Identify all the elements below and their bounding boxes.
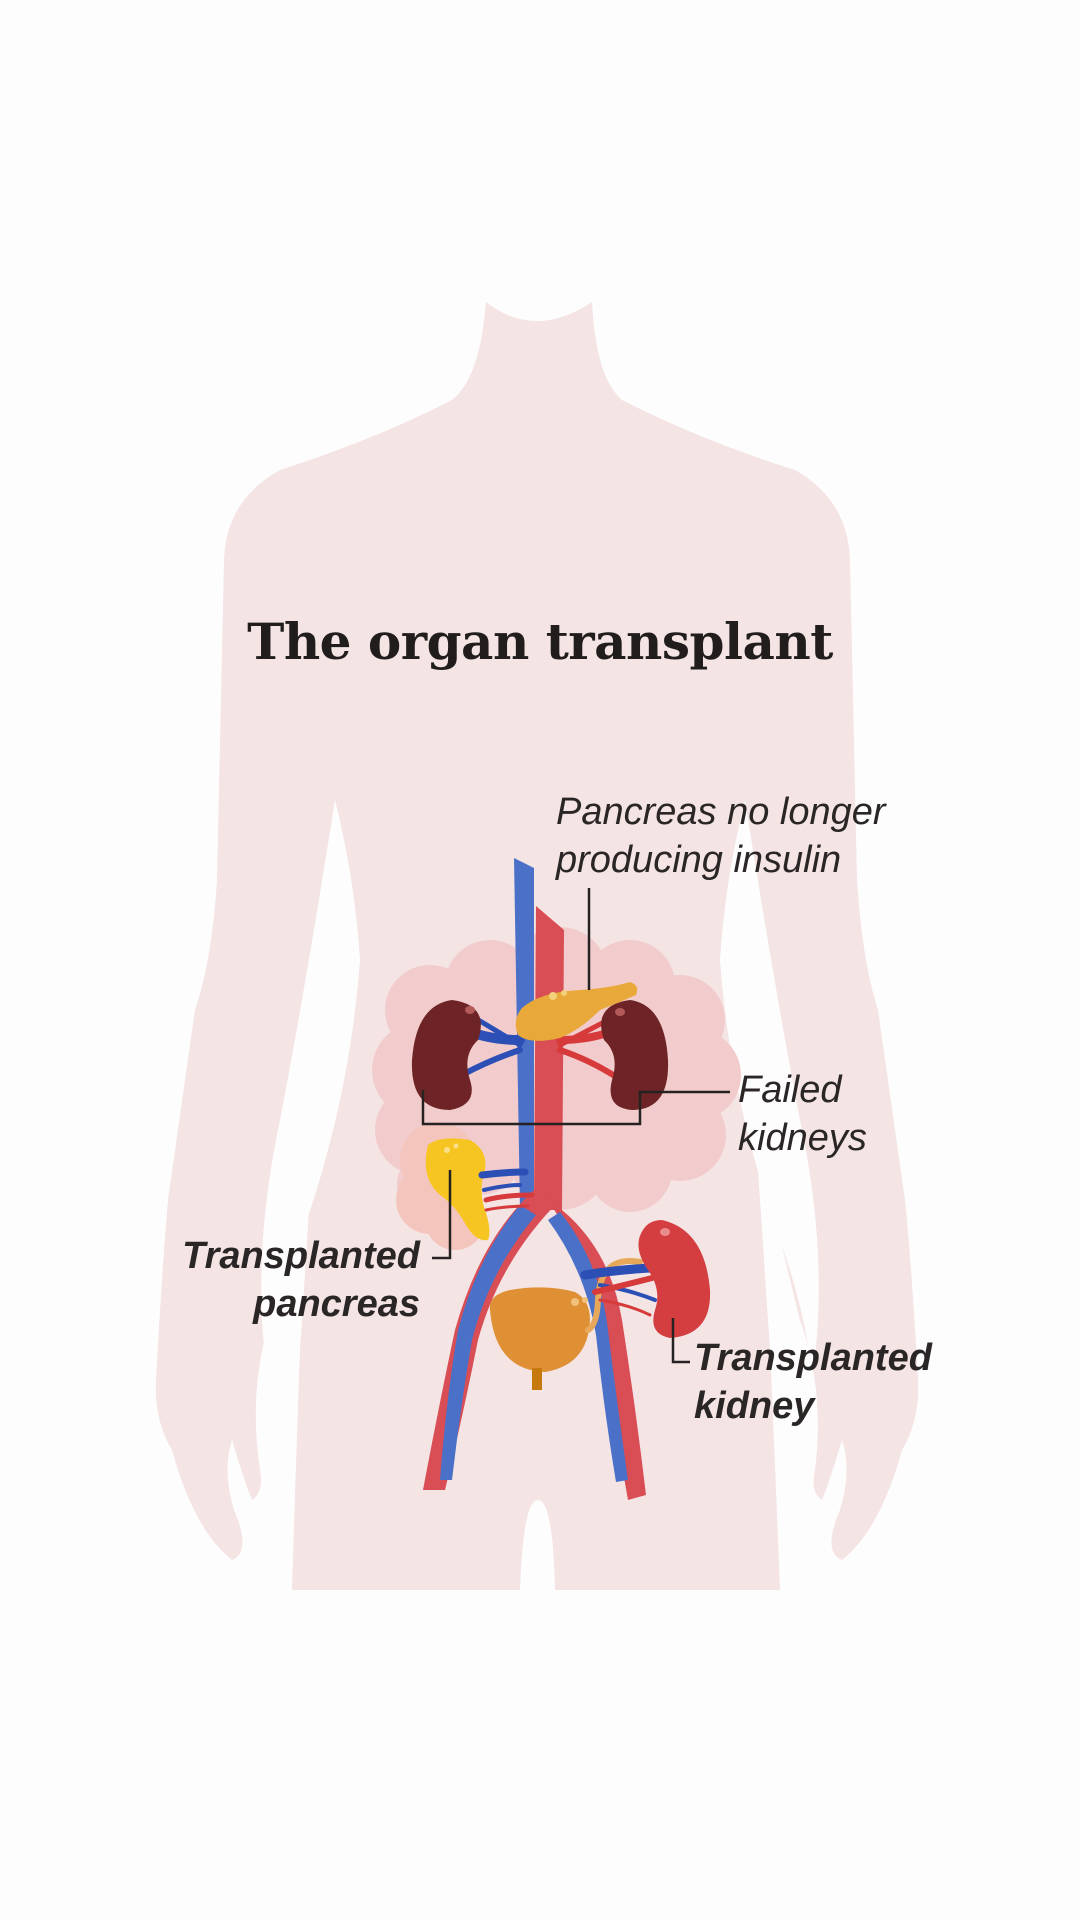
failed-kidney-right — [601, 1000, 669, 1110]
pancreas-graft-vessels — [478, 1168, 535, 1212]
label-transplanted-kidney: Transplanted kidney — [694, 1334, 932, 1430]
bladder — [489, 1287, 590, 1390]
left-arm-gap — [261, 800, 360, 1380]
label-transplanted-pancreas: Transplanted pancreas — [182, 1232, 420, 1328]
kidney-graft-vessels — [580, 1263, 657, 1317]
label-transplanted-kidney-line2: kidney — [694, 1385, 815, 1427]
failed-kidney-left — [411, 1000, 481, 1110]
right-iliac-vein — [548, 1212, 628, 1482]
leader-lines — [421, 888, 730, 1364]
label-transplanted-pancreas-line1: Transplanted — [182, 1235, 420, 1277]
transplanted-pancreas — [425, 1138, 490, 1241]
transplant-ureter — [585, 1258, 643, 1333]
left-iliac-vein — [440, 1205, 536, 1480]
label-failed-kidneys: Failed kidneys — [738, 1066, 867, 1162]
aorta — [534, 906, 564, 1210]
label-failed-kidneys-line2: kidneys — [738, 1117, 867, 1159]
label-old-pancreas-line1: Pancreas no longer — [556, 791, 886, 833]
leader-failed-kidneys — [421, 1090, 730, 1126]
label-transplanted-kidney-line1: Transplanted — [694, 1337, 932, 1379]
label-old-pancreas: Pancreas no longer producing insulin — [556, 788, 886, 884]
leader-transplanted-kidney — [671, 1318, 690, 1364]
right-arm-gap — [720, 800, 819, 1380]
label-transplanted-pancreas-line2: pancreas — [253, 1283, 420, 1325]
page-title: The organ transplant — [247, 612, 833, 671]
old-pancreas — [515, 982, 638, 1041]
transplanted-kidney — [638, 1220, 711, 1338]
right-iliac-artery — [545, 1195, 646, 1500]
label-old-pancreas-line2: producing insulin — [556, 839, 842, 881]
leader-transplanted-pancreas — [432, 1170, 452, 1260]
label-failed-kidneys-line1: Failed — [738, 1069, 842, 1111]
